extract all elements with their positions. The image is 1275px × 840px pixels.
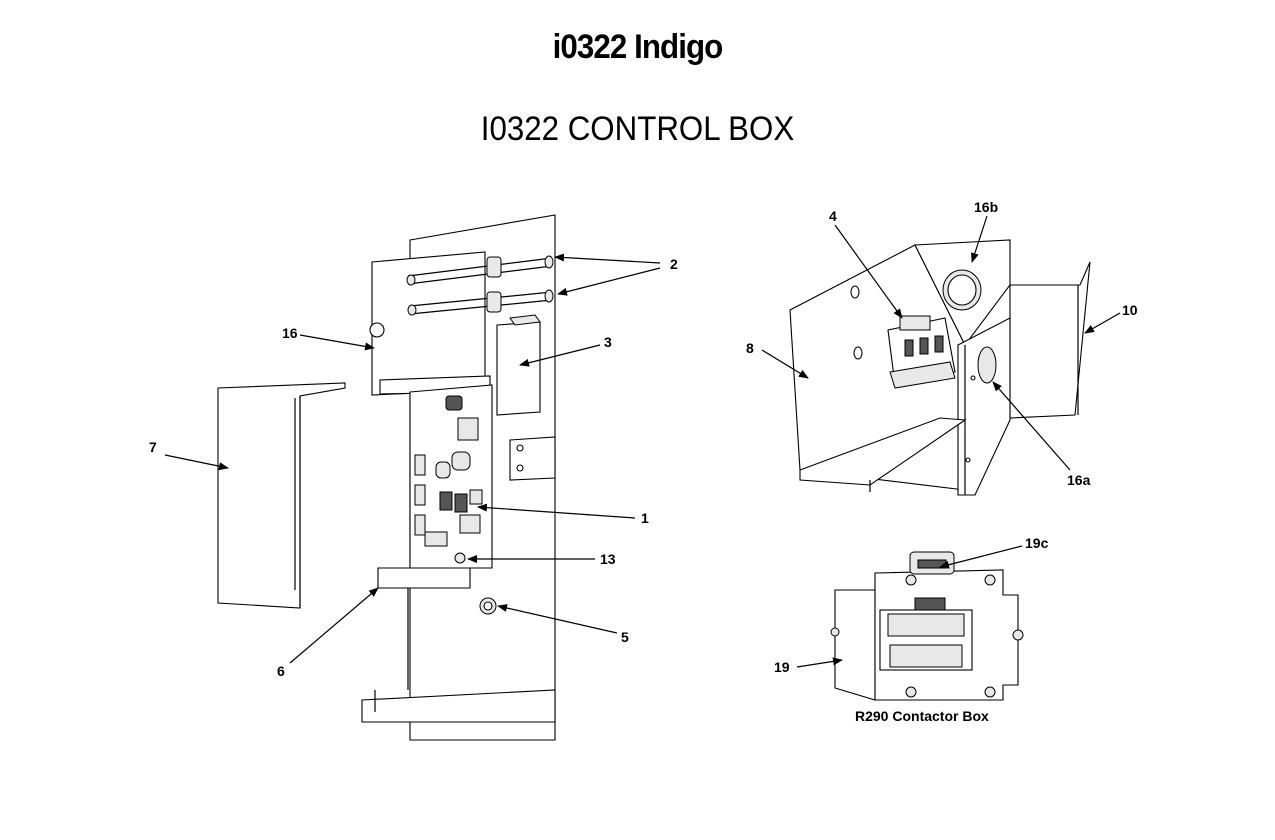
page-subtitle: I0322 CONTROL BOX	[480, 110, 795, 148]
standoff-rods-2	[406, 255, 554, 316]
lower-shelf-6	[377, 567, 471, 589]
callout-16a: 16a	[1067, 472, 1091, 488]
circuit-board-1	[409, 384, 493, 569]
callout-13: 13	[600, 551, 616, 567]
callout-labels: 2 3 16 7 1 13 5 6 4 16b 10 8 16a 19c 19 …	[149, 199, 1138, 724]
callout-6: 6	[277, 663, 285, 679]
contactor-box-caption: R290 Contactor Box	[855, 708, 989, 724]
callout-4: 4	[829, 208, 837, 224]
leader-lines	[164, 215, 1121, 668]
callout-8: 8	[746, 340, 754, 356]
callout-16: 16	[282, 325, 298, 341]
box-side	[834, 589, 876, 701]
callout-19: 19	[774, 659, 790, 675]
callout-7: 7	[149, 439, 157, 455]
bottom-flange	[361, 689, 556, 723]
screw-13	[454, 552, 466, 564]
callout-2: 2	[670, 256, 678, 272]
grommet-16a	[977, 346, 997, 384]
contactor-4	[887, 315, 956, 389]
contactor-box-19	[830, 551, 1024, 701]
control-box-assembly	[217, 214, 556, 741]
callout-10: 10	[1122, 302, 1138, 318]
callout-5: 5	[621, 629, 629, 645]
enclosure-assembly	[789, 239, 1091, 496]
callout-3: 3	[604, 334, 612, 350]
page-title: i0322 Indigo	[552, 28, 724, 66]
callout-16b: 16b	[974, 199, 998, 215]
cover-7	[217, 382, 346, 609]
side-bracket	[509, 436, 556, 481]
divider-16a	[957, 317, 1011, 496]
callout-19c: 19c	[1025, 535, 1049, 551]
callout-1: 1	[641, 510, 649, 526]
relay-3	[496, 321, 541, 416]
